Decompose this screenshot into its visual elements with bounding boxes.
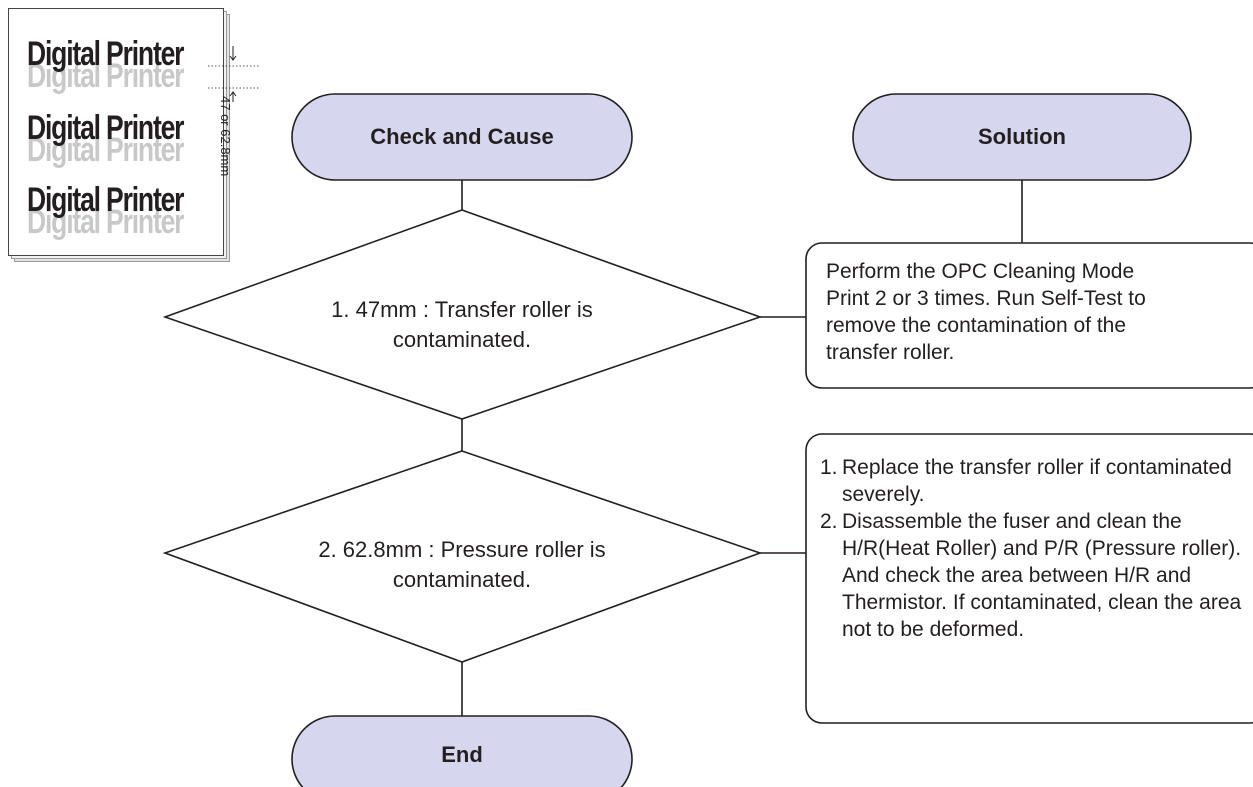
sample-printout: Digital Printer Digital Printer Digital … — [8, 8, 230, 262]
solution2-item: 1. Replace the transfer roller if contam… — [820, 454, 1246, 508]
sample-sheet: Digital Printer Digital Printer Digital … — [8, 8, 224, 256]
solution1-text: Perform the OPC Cleaning Mode Print 2 or… — [826, 258, 1246, 366]
solution1-line: Perform the OPC Cleaning Mode — [826, 260, 1135, 283]
solution2-list: 1. Replace the transfer roller if contam… — [820, 454, 1246, 643]
solution-terminal — [852, 93, 1192, 181]
print-text: Digital Printer — [27, 35, 185, 73]
end-terminal — [291, 715, 633, 787]
check-and-cause-label: Check and Cause — [370, 124, 554, 149]
end-label: End — [441, 742, 483, 767]
solution1-line: transfer roller. — [826, 341, 955, 364]
decision1-label: 1. 47mm : Transfer roller is contaminate… — [232, 295, 692, 355]
print-text: Digital Printer — [27, 181, 185, 219]
solution2-item-text: Disassemble the fuser and clean the H/R(… — [842, 510, 1242, 641]
dimension-arrowhead-bottom — [229, 91, 237, 97]
check-and-cause-terminal — [291, 93, 633, 181]
ghost-print-text: Digital Printer — [27, 203, 185, 241]
solution2-text: 1. Replace the transfer roller if contam… — [820, 454, 1246, 643]
ghost-print-text: Digital Printer — [27, 131, 185, 169]
decision2-label: 2. 62.8mm : Pressure roller is contamina… — [232, 535, 692, 595]
solution1-line: remove the contamination of the — [826, 314, 1127, 337]
decision2-line2: contaminated. — [392, 567, 532, 592]
solution2-item-number: 1. — [820, 456, 838, 479]
decision1-line1: 1. 47mm : Transfer roller is — [331, 297, 593, 322]
decision2-diamond — [162, 450, 763, 663]
dimension-arrowhead-top — [229, 55, 237, 61]
solution-label: Solution — [978, 124, 1066, 149]
decision1-line2: contaminated. — [392, 327, 532, 352]
decision2-line1: 2. 62.8mm : Pressure roller is — [318, 537, 606, 562]
print-text: Digital Printer — [27, 109, 185, 147]
solution1-line: Print 2 or 3 times. Run Self-Test to — [826, 287, 1146, 310]
solution2-item: 2. Disassemble the fuser and clean the H… — [820, 508, 1246, 643]
solution2-item-text: Replace the transfer roller if contamina… — [842, 456, 1232, 506]
solution2-item-number: 2. — [820, 510, 838, 533]
dimension-label: 47 or 62.8mm — [218, 96, 233, 177]
ghost-print-text: Digital Printer — [27, 57, 185, 95]
solution2-box — [805, 433, 1253, 724]
solution1-box — [805, 242, 1253, 389]
decision1-diamond — [162, 209, 763, 420]
dimension-marker — [208, 46, 260, 102]
